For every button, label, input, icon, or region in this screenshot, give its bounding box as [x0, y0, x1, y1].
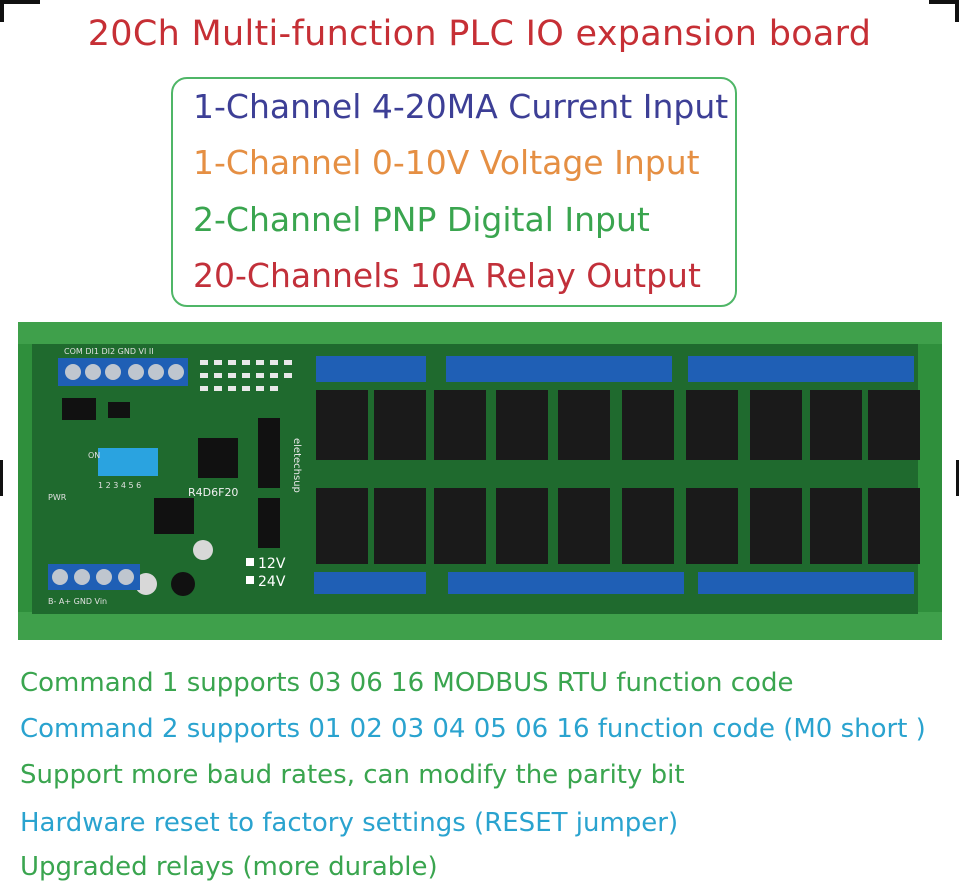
- feature-current-input: 1-Channel 4-20MA Current Input: [193, 87, 729, 126]
- dip-on-label: ON: [88, 451, 100, 460]
- page-title: 20Ch Multi-function PLC IO expansion boa…: [87, 14, 872, 54]
- ic-chip: [258, 498, 280, 548]
- corner-mark: [929, 0, 959, 4]
- feature-voltage-input: 1-Channel 0-10V Voltage Input: [193, 143, 700, 182]
- terminal-block-top-left: [58, 358, 188, 386]
- inductor: [171, 572, 195, 596]
- din-rail-top-edge: [18, 322, 942, 344]
- voltage-select-box: [246, 576, 254, 584]
- brand-label: eletechsup: [291, 438, 302, 493]
- top-left-terminal-labels: COM DI1 DI2 GND VI II: [64, 347, 154, 356]
- capacitor: [135, 573, 157, 595]
- description-line-2: Command 2 supports 01 02 03 04 05 06 16 …: [20, 714, 926, 744]
- corner-mark: [0, 460, 3, 496]
- feature-box: 1-Channel 4-20MA Current Input 1-Channel…: [171, 77, 737, 307]
- led-array: [200, 360, 292, 391]
- ic-chip: [108, 402, 130, 418]
- pcb: [32, 344, 918, 614]
- voltage-select-box: [246, 558, 254, 566]
- relay-row-bottom: [316, 488, 920, 564]
- terminal-block-bottom-left: [48, 564, 140, 590]
- description-line-3: Support more baud rates, can modify the …: [20, 760, 685, 790]
- description-line-4: Hardware reset to factory settings (RESE…: [20, 808, 679, 838]
- feature-relay-output: 20-Channels 10A Relay Output: [193, 256, 701, 295]
- corner-mark: [0, 0, 4, 22]
- ic-chip: [62, 398, 96, 420]
- regulator-chip: [154, 498, 194, 534]
- dip-number-labels: 1 2 3 4 5 6: [98, 481, 141, 490]
- pwr-label: PWR: [48, 493, 67, 502]
- model-label: R4D6F20: [188, 486, 238, 499]
- dip-switch: [98, 448, 158, 476]
- description-line-5: Upgraded relays (more durable): [20, 852, 438, 882]
- label-24v: 24V: [258, 574, 286, 590]
- bottom-left-terminal-labels: B- A+ GND Vin: [48, 597, 107, 606]
- pcb-board-image: COM DI1 DI2 GND VI II ON 1 2 3 4 5 6 PWR…: [18, 322, 942, 640]
- label-12v: 12V: [258, 556, 286, 572]
- ic-chip: [258, 418, 280, 488]
- capacitor: [193, 540, 213, 560]
- corner-mark: [955, 0, 959, 22]
- terminal-block-bottom-relays: [314, 572, 914, 594]
- feature-digital-input: 2-Channel PNP Digital Input: [193, 200, 650, 239]
- corner-mark: [0, 0, 40, 4]
- terminal-block-top-relays: [316, 356, 914, 382]
- relay-row-top: [316, 390, 920, 460]
- corner-mark: [956, 460, 959, 496]
- din-rail-bottom-edge: [18, 612, 942, 640]
- mcu-chip: [198, 438, 238, 478]
- description-line-1: Command 1 supports 03 06 16 MODBUS RTU f…: [20, 668, 794, 698]
